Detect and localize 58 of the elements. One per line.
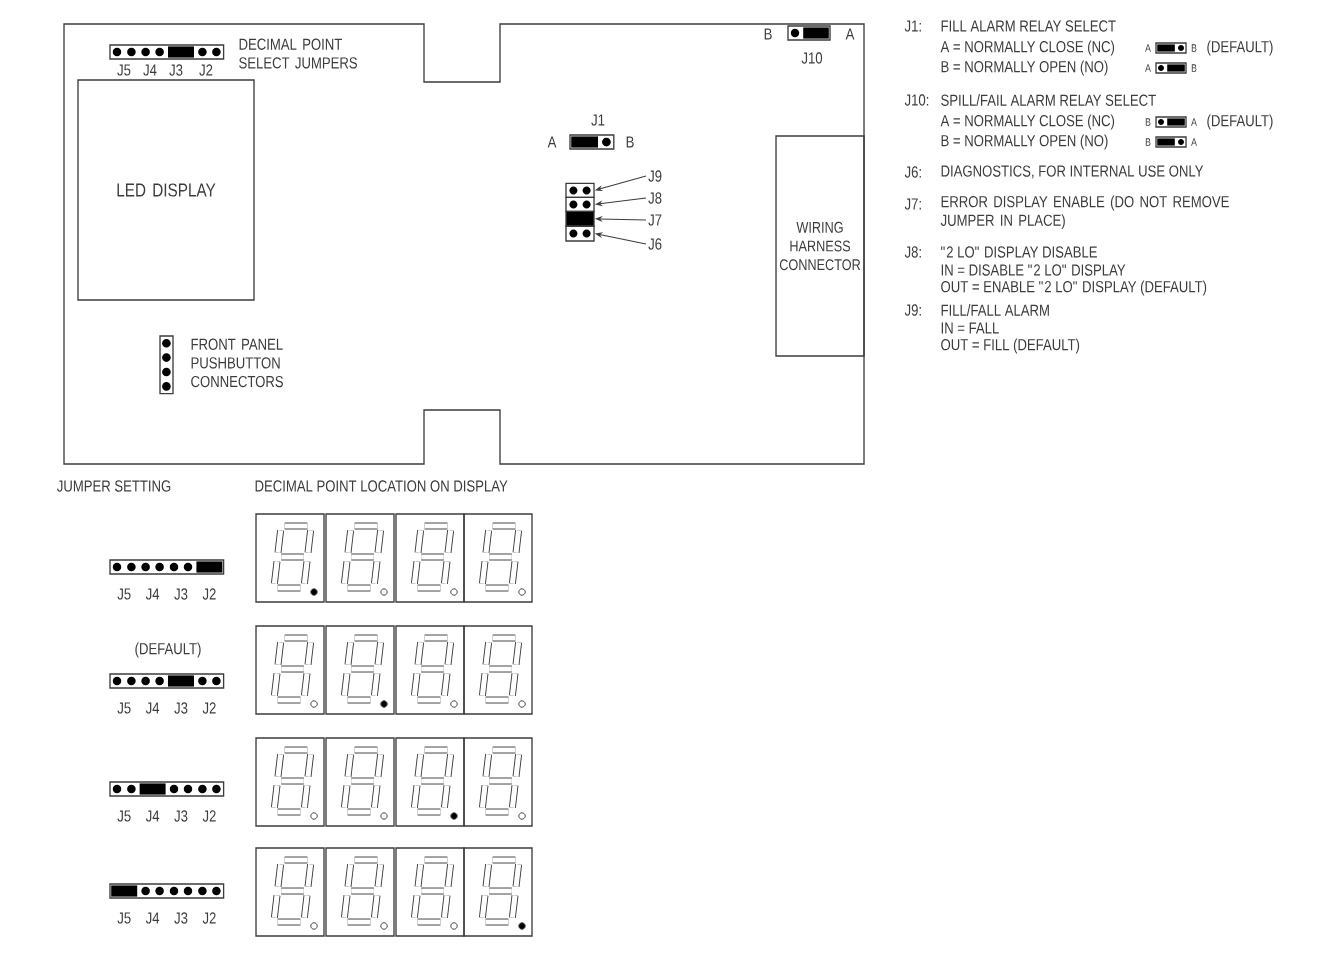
circuit-board bbox=[63, 23, 865, 465]
jumper-label: J9: bbox=[904, 304, 921, 316]
jumper-label: J6: bbox=[904, 166, 921, 178]
default-note: (DEFAULT) bbox=[135, 642, 201, 658]
pin-label: A bbox=[845, 28, 855, 40]
jumper-label: J10: bbox=[904, 94, 929, 106]
jumper-caption: DECIMAL POINT SELECT JUMPERS bbox=[239, 38, 357, 69]
note-text: B = NORMALLY OPEN (NO) bbox=[941, 60, 1108, 76]
default-note: (DEFAULT) bbox=[1207, 40, 1273, 56]
jumper-pins bbox=[565, 225, 595, 242]
note-text: OUT = FILL (DEFAULT) bbox=[941, 338, 1080, 354]
jumper-label: J2 bbox=[202, 912, 216, 924]
jumper-label: J7 bbox=[648, 214, 662, 226]
jumper-label: J2 bbox=[202, 702, 216, 714]
pin-label: B bbox=[764, 28, 772, 40]
jumper-label: J4 bbox=[145, 588, 160, 600]
note-text: IN = FALL bbox=[941, 322, 999, 334]
pin-label: A bbox=[547, 136, 557, 148]
jumper-label: J4 bbox=[145, 912, 160, 924]
jumper-label: J4 bbox=[145, 702, 160, 714]
pin-label: B bbox=[626, 136, 634, 148]
jumper-label: J5 bbox=[117, 810, 131, 822]
column-heading: DECIMAL POINT LOCATION ON DISPLAY bbox=[255, 480, 508, 492]
jumper-label: J2 bbox=[202, 810, 216, 822]
note-text: FILL/FALL ALARM bbox=[941, 304, 1049, 316]
jumper-label: J2 bbox=[202, 588, 216, 600]
jumper-label: J3 bbox=[174, 588, 188, 600]
jumper-label: J3 bbox=[174, 912, 188, 924]
connector-caption: FRONT PANEL PUSHBUTTON CONNECTORS bbox=[191, 338, 283, 388]
note-text: A = NORMALLY CLOSE (NC) bbox=[940, 40, 1115, 56]
jumper-label: J5 bbox=[117, 912, 131, 924]
note-text: OUT = ENABLE "2 LO" DISPLAY (DEFAULT) bbox=[941, 280, 1207, 296]
column-heading: JUMPER SETTING bbox=[57, 480, 171, 492]
display-box: LED DISPLAY bbox=[77, 79, 255, 301]
jumper-pins bbox=[565, 196, 595, 213]
note-text: ERROR DISPLAY ENABLE (DO NOT REMOVE JUMPER IN PLACE) bbox=[940, 195, 1229, 230]
jumper-label: J10 bbox=[801, 52, 823, 64]
note-text: DIAGNOSTICS, FOR INTERNAL USE ONLY bbox=[941, 165, 1204, 179]
jumper-label: J1: bbox=[904, 20, 921, 32]
jumper-label: J7: bbox=[904, 198, 921, 210]
jumper-pins bbox=[565, 182, 595, 199]
jumper-label: J5 bbox=[117, 588, 131, 600]
note-text: B = NORMALLY OPEN (NO) bbox=[941, 134, 1108, 150]
jumper-label: J3 bbox=[174, 702, 188, 714]
jumper-label: J8: bbox=[904, 246, 921, 258]
note-text: IN = DISABLE "2 LO" DISPLAY bbox=[941, 264, 1126, 276]
jumper-label: J1 bbox=[591, 114, 605, 126]
note-text: A = NORMALLY CLOSE (NC) bbox=[940, 114, 1115, 130]
jumper-label: J6 bbox=[648, 238, 662, 250]
jumper-label: J3 bbox=[174, 810, 188, 822]
jumper-label: J8 bbox=[648, 192, 662, 204]
jumper-label: J9 bbox=[648, 170, 662, 182]
jumper-label: J4 bbox=[145, 810, 160, 822]
jumper-label: J5 bbox=[117, 702, 131, 714]
default-note: (DEFAULT) bbox=[1207, 114, 1273, 130]
note-text: FILL ALARM RELAY SELECT bbox=[941, 20, 1116, 32]
note-text: "2 LO" DISPLAY DISABLE bbox=[941, 246, 1097, 258]
note-text: SPILL/FAIL ALARM RELAY SELECT bbox=[941, 94, 1156, 106]
